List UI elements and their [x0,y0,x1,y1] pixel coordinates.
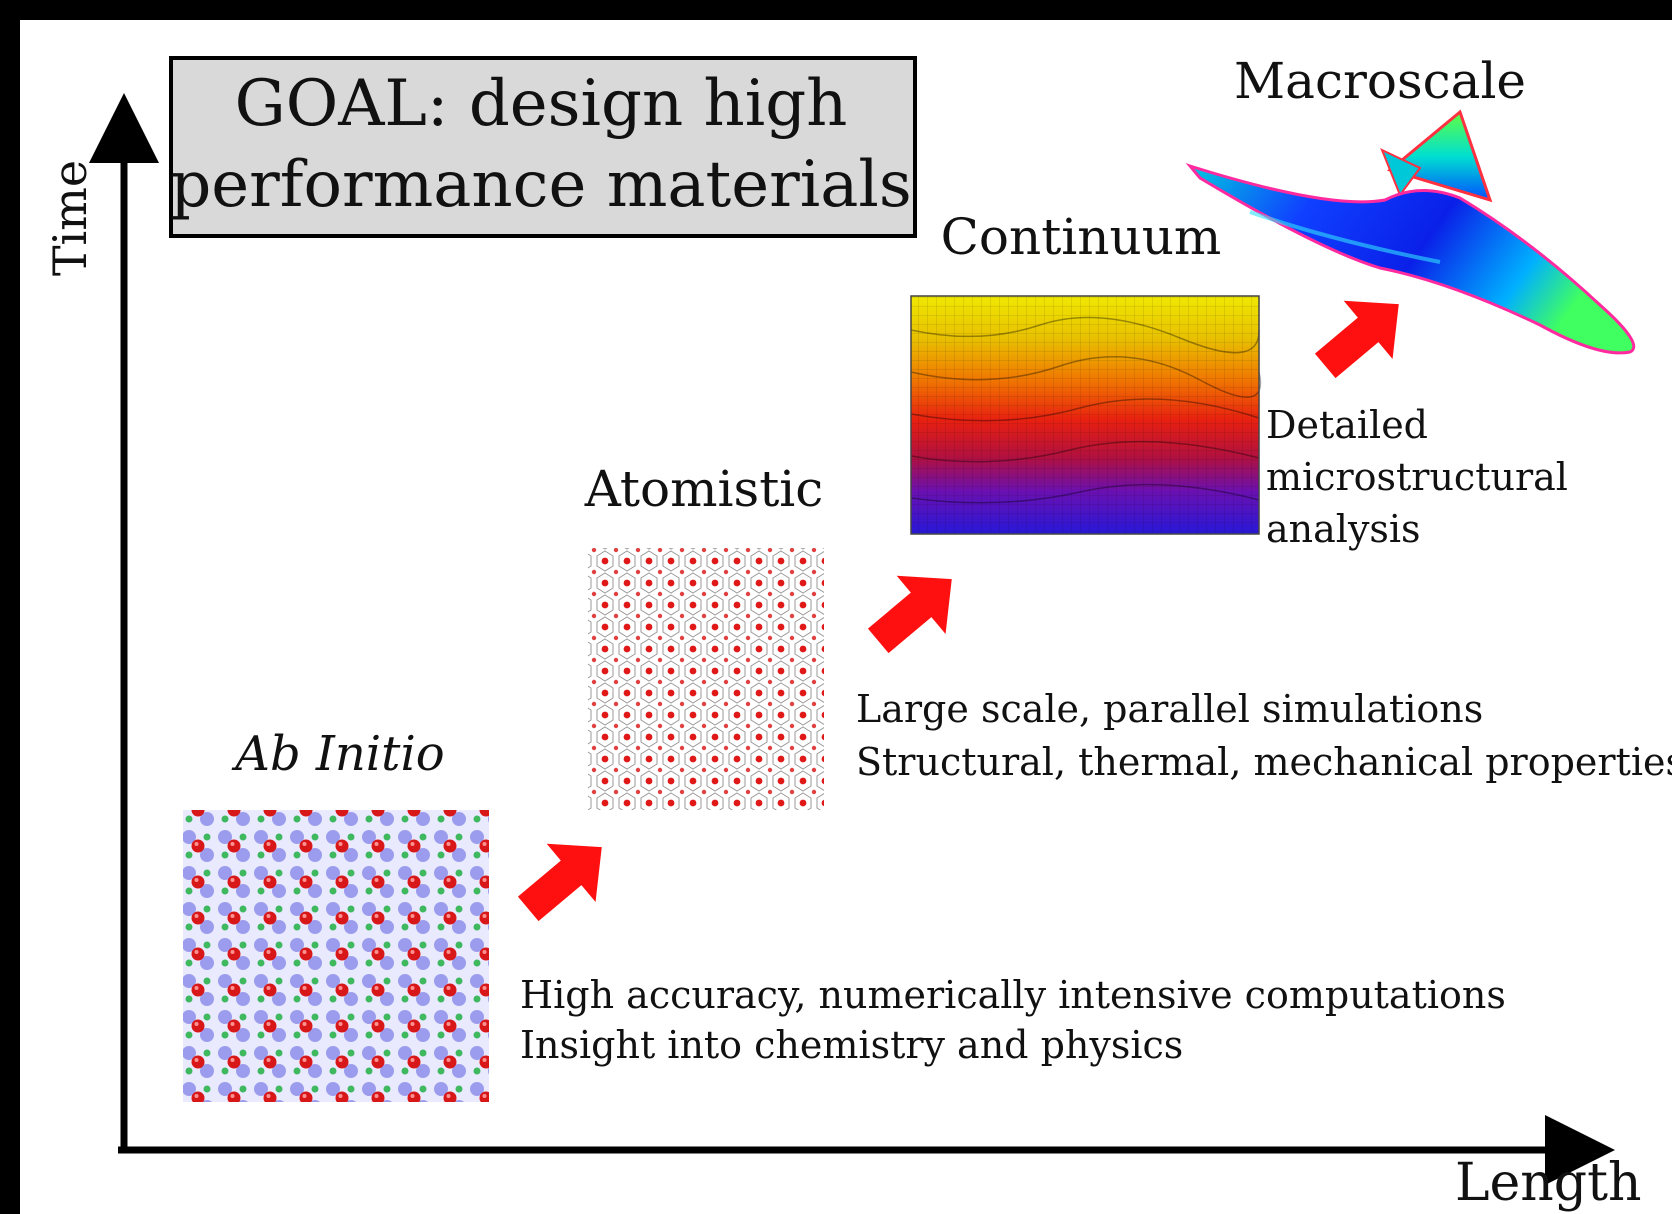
continuum-desc-line-2: microstructural [1266,455,1568,499]
goal-line-2: performance materials [170,148,911,222]
atomistic-lattice-image [588,548,824,810]
continuum-desc-line-3: analysis [1266,507,1421,551]
progression-arrow-3 [1314,300,1399,379]
atomistic-desc-line-2: Structural, thermal, mechanical properti… [856,740,1672,784]
continuum-title: Continuum [941,208,1222,266]
goal-line-1: GOAL: design high [235,67,848,141]
ab-initio-lattice-image [183,810,489,1102]
goal-box [169,56,917,238]
time-axis-label: Time [43,160,97,276]
ab-initio-desc-line-2: Insight into chemistry and physics [520,1023,1183,1067]
ab-initio-desc-line-1: High accuracy, numerically intensive com… [520,973,1506,1017]
continuum-desc-line-1: Detailed [1266,403,1428,447]
length-axis-label: Length [1455,1153,1641,1213]
atomistic-desc-line-1: Large scale, parallel simulations [856,687,1483,731]
progression-arrow-icon [517,843,602,922]
macroscale-title: Macroscale [1234,52,1526,110]
continuum-microstructure-image [910,295,1262,535]
atomistic-title: Atomistic [584,460,824,518]
progression-arrow-icon [1314,300,1399,379]
progression-arrow-1 [517,843,602,922]
aircraft-model-image [1185,109,1636,355]
ab-initio-title: Ab Initio [231,726,444,782]
progression-arrow-2 [867,575,952,654]
progression-arrow-icon [867,575,952,654]
